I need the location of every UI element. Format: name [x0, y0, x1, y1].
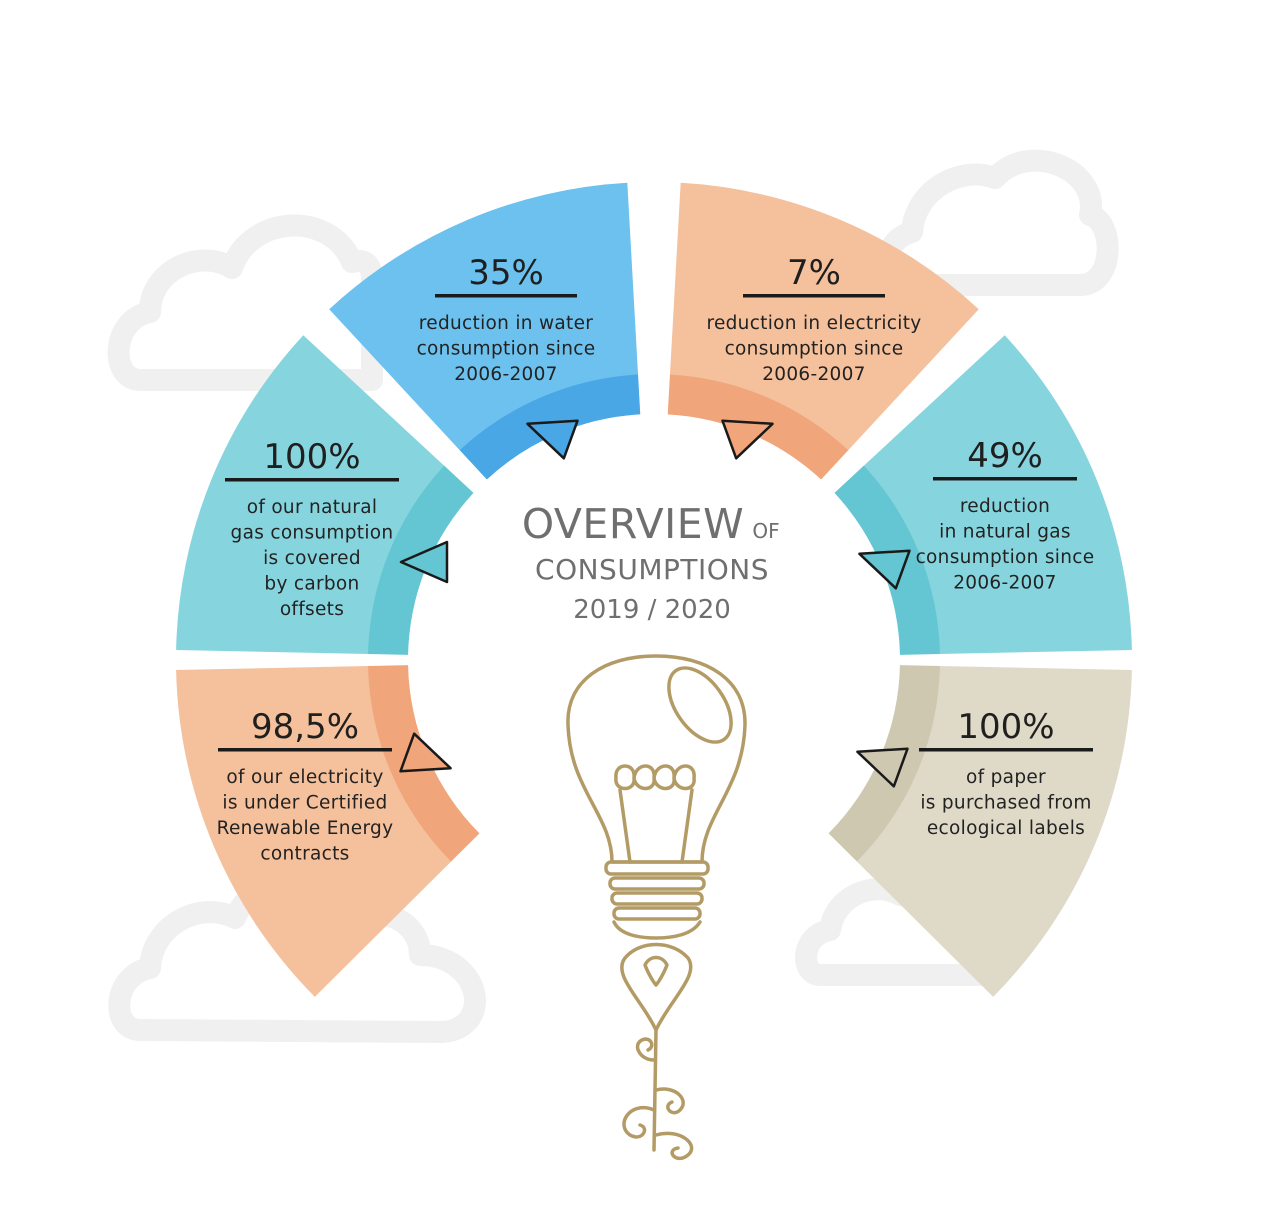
- title-of: OF: [752, 519, 779, 543]
- segment-underline: [919, 748, 1093, 752]
- triangle-arrow-icon: [399, 732, 452, 773]
- title-years: 2019 / 2020: [573, 595, 731, 625]
- triangle-arrow-icon: [399, 540, 449, 584]
- segment-description-line: 2006-2007: [454, 364, 558, 385]
- title-consumptions: CONSUMPTIONS: [535, 553, 769, 586]
- cloud-icon: [107, 214, 383, 391]
- triangle-arrow-icon: [856, 747, 909, 788]
- segment-underline: [933, 477, 1077, 481]
- segment-description-line: by carbon: [264, 574, 359, 595]
- segment-description-line: is covered: [263, 548, 361, 569]
- segment-description-line: reduction: [960, 496, 1050, 517]
- segment-texts: 35% reduction in water consumption since 20…: [217, 253, 1095, 865]
- segment-percent-natural-gas-offset: 100%: [263, 437, 360, 477]
- title-overview: OVERVIEW: [522, 500, 744, 548]
- triangle-arrow-icon: [858, 549, 911, 590]
- segment-description-line: of paper: [966, 767, 1046, 788]
- segment-description-line: reduction in water: [419, 313, 593, 334]
- triangle-arrow-icon: [721, 419, 774, 460]
- segment-description-line: contracts: [260, 844, 349, 865]
- segment-percent-paper: 100%: [957, 707, 1054, 747]
- segment-description-line: gas consumption: [231, 523, 394, 544]
- segment-percent-natural-gas-reduction: 49%: [967, 436, 1043, 476]
- segment-description-line: ecological labels: [927, 818, 1085, 839]
- segment-percent-electricity-reduction: 7%: [787, 253, 841, 293]
- segment-description-line: consumption since: [417, 339, 596, 360]
- segment-underline: [225, 478, 399, 482]
- segment-description-line: consumption since: [725, 339, 904, 360]
- segment-water: [329, 182, 639, 451]
- segment-description-line: is under Certified: [222, 793, 387, 814]
- segment-description-line: of our electricity: [226, 767, 383, 788]
- segment-description-line: offsets: [280, 599, 344, 620]
- segment-description-line: 2006-2007: [762, 364, 866, 385]
- segment-percent-renewable-electricity: 98,5%: [251, 707, 359, 747]
- segment-percent-water: 35%: [468, 253, 544, 293]
- light-bulb-icon: [566, 654, 747, 1161]
- segment-description-line: consumption since: [916, 547, 1095, 568]
- segment-natural-gas-reduction: [863, 335, 1132, 655]
- segment-description-line: of our natural: [247, 497, 378, 518]
- cloud-icon: [876, 149, 1119, 296]
- segment-underline: [435, 294, 577, 298]
- segment-underline: [743, 294, 885, 298]
- segment-description-line: 2006-2007: [953, 573, 1057, 594]
- center-title: OVERVIEW OF CONSUMPTIONS 2019 / 2020: [522, 500, 780, 625]
- segment-underline: [218, 748, 392, 752]
- segment-description-line: in natural gas: [939, 522, 1071, 543]
- segment-arrows: [399, 419, 911, 788]
- segment-description-line: reduction in electricity: [706, 313, 921, 334]
- triangle-arrow-icon: [526, 419, 579, 460]
- segment-natural-gas-offset: [176, 335, 445, 655]
- segment-description-line: Renewable Energy: [217, 818, 394, 839]
- segment-electricity-reduction: [669, 182, 979, 451]
- segment-description-line: is purchased from: [920, 793, 1091, 814]
